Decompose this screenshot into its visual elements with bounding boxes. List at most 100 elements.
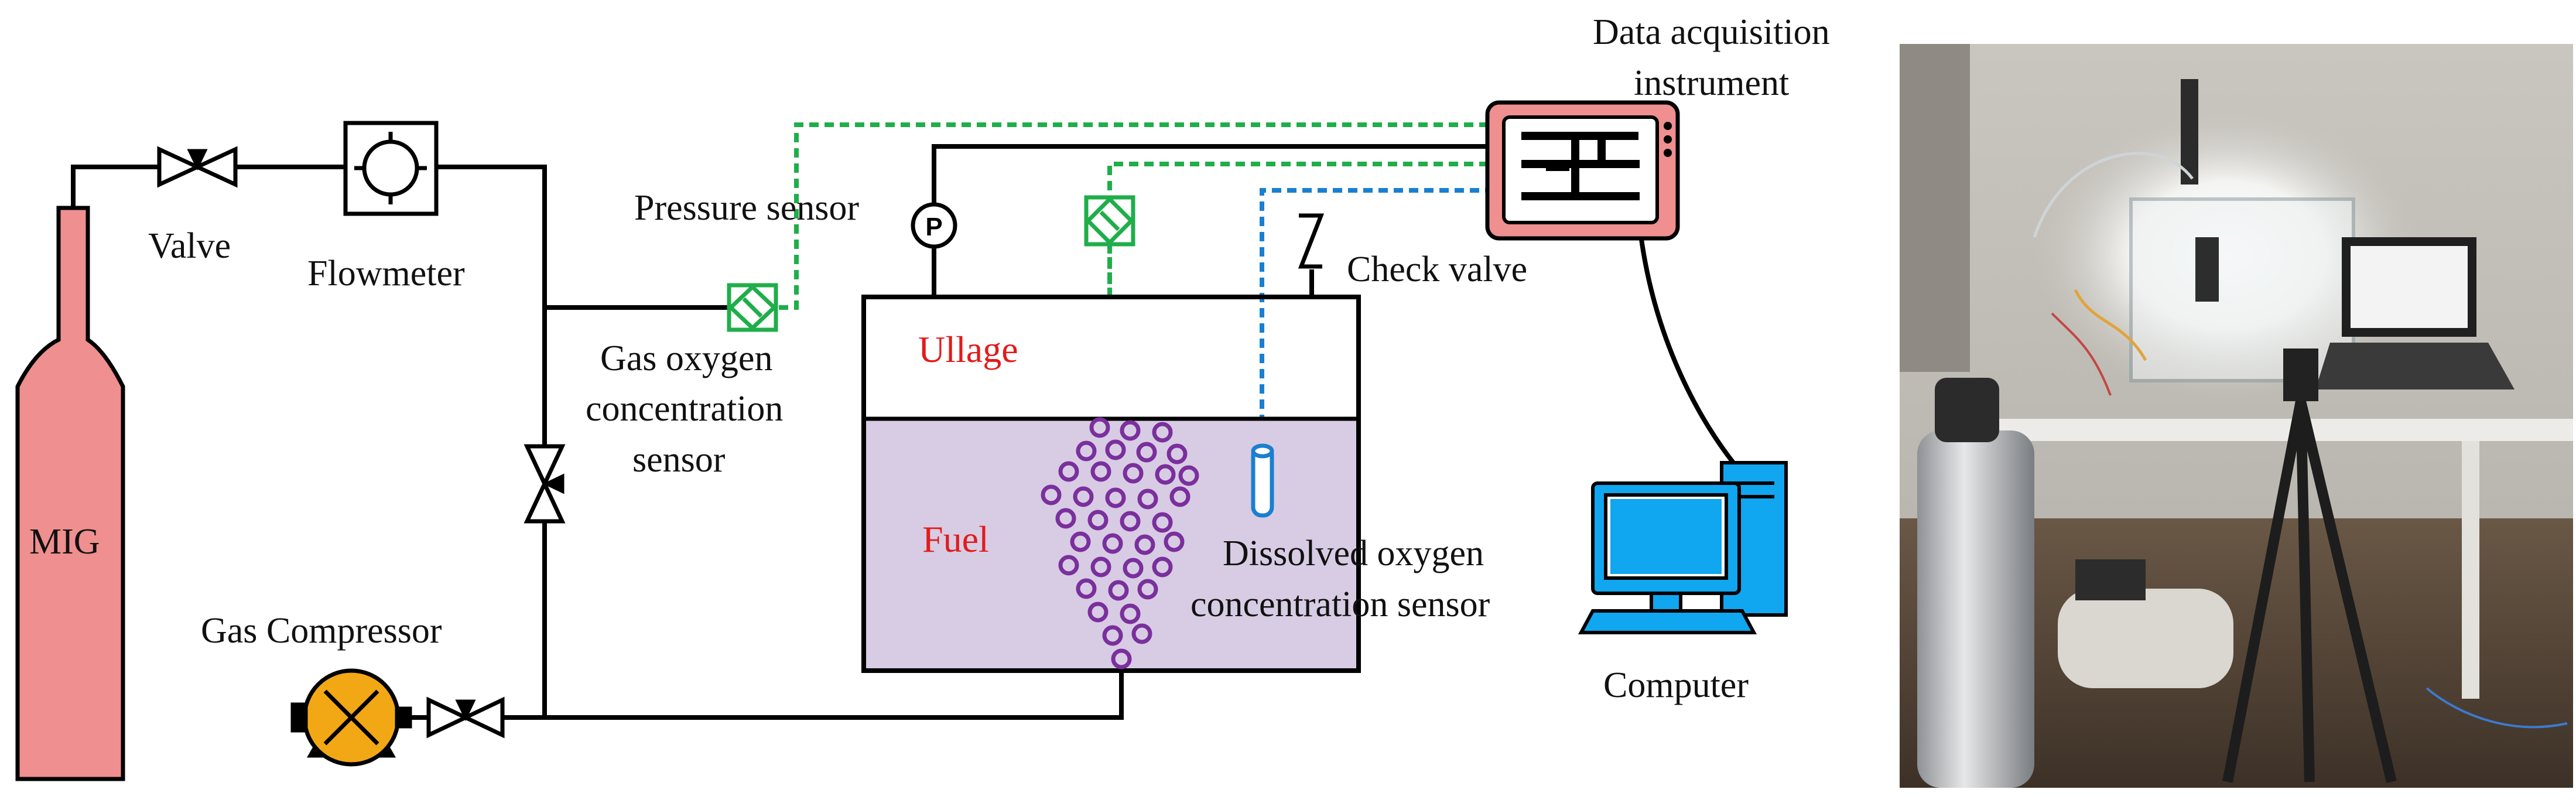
bubble (1166, 443, 1188, 464)
compressor-cross-2 (323, 689, 379, 746)
bubble-cluster (1041, 417, 1199, 669)
signal-lines (779, 122, 1487, 439)
pressure-sensor-label: Pressure sensor (634, 188, 859, 228)
valve-bottom-left-triangle (426, 696, 471, 739)
computer-stand (1650, 592, 1682, 613)
gas-compressor (290, 668, 412, 767)
bubble (1105, 439, 1126, 460)
bubble (1123, 558, 1144, 579)
bubble (1076, 578, 1097, 599)
compressor-inlet (290, 702, 308, 733)
computer-icon (1578, 461, 1788, 634)
bubble (1136, 442, 1157, 463)
bubble (1131, 623, 1152, 644)
dissolved-sensor-signal-line (1260, 188, 1487, 439)
bubble (1087, 602, 1109, 623)
gas-oxygen-label-3: sensor (632, 440, 726, 480)
check-valve-label: Check valve (1347, 250, 1527, 289)
valve-bottom (426, 696, 505, 739)
bubble (1152, 422, 1173, 443)
bubble (1152, 512, 1173, 533)
pipe-flowmeter-to-branch (436, 165, 547, 445)
bubble (1137, 488, 1158, 510)
valve-vertical-bottom-triangle (524, 479, 566, 524)
pressure-sensor-circle (911, 202, 957, 249)
bubble (1087, 510, 1109, 531)
mig-cylinder: MIG (15, 206, 125, 781)
fuel-label: Fuel (922, 518, 989, 560)
pipe-valve2-to-tank (475, 659, 1124, 720)
cable-daq-to-computer (1637, 225, 1736, 464)
gas-oxygen-sensor-tank (1084, 195, 1135, 247)
bubble (1134, 534, 1155, 555)
bubble (1120, 603, 1141, 624)
bubble (1178, 465, 1199, 486)
daq-button-3 (1664, 149, 1672, 157)
gas-sensor-tank-tick (1099, 210, 1120, 231)
valve-vertical-top-triangle (524, 444, 566, 489)
bubble (1152, 556, 1173, 578)
bubble (1041, 484, 1062, 505)
bubble (1090, 556, 1111, 578)
gas-sensor-signal-line-2 (1107, 162, 1487, 297)
bubble (1089, 417, 1110, 438)
ullage-label: Ullage (918, 329, 1018, 370)
daq-button-1 (1664, 122, 1672, 130)
compressor-outlet (395, 706, 412, 729)
dissolved-sensor-cap (1251, 443, 1274, 459)
cylinder-body (15, 206, 125, 781)
tank-outline (861, 295, 1361, 673)
bubble (1111, 648, 1132, 669)
flowmeter-label: Flowmeter (307, 254, 465, 293)
check-valve-body (1298, 213, 1325, 269)
bubble (1058, 461, 1079, 482)
pipe-cylinder-to-valve (71, 165, 158, 208)
computer-label: Computer (1603, 665, 1749, 705)
daq-button-2 (1664, 135, 1672, 143)
pressure-symbol: P (925, 213, 942, 241)
daq-screen-grid (1521, 132, 1640, 200)
daq-label-1: Data acquisition (1593, 12, 1830, 52)
valve-label: Valve (148, 226, 231, 266)
bubble (1070, 531, 1091, 552)
dissolved-oxygen-sensor (1251, 443, 1274, 518)
gas-oxygen-label-1: Gas oxygen (600, 339, 772, 378)
valve-bottom-actuator (455, 699, 476, 722)
daq-label-2: instrument (1634, 63, 1789, 103)
mig-label: MIG (29, 522, 100, 562)
bubble (1155, 464, 1176, 485)
experimental-setup-photo (1900, 44, 2573, 788)
gas-oxygen-sensor-left (727, 283, 778, 332)
bubble (1120, 511, 1141, 532)
dissolved-label-1: Dissolved oxygen (1223, 534, 1484, 573)
bubble (1105, 487, 1126, 508)
valve-top-actuator (187, 149, 208, 171)
valve-vertical-actuator (542, 473, 565, 494)
experimental-setup-schematic: MIG Valve Flowmeter Gas oxygen concentra… (15, 12, 1830, 781)
bubble (1164, 531, 1185, 552)
data-acquisition-instrument (1485, 100, 1680, 241)
valve-bottom-right-triangle (460, 696, 505, 739)
bubble (1169, 486, 1190, 507)
computer-keyboard (1578, 609, 1757, 634)
gas-sensor-left-tick (742, 297, 763, 318)
compressor-label: Gas Compressor (201, 611, 442, 651)
bubble (1073, 486, 1094, 507)
bubble (1120, 420, 1141, 441)
valve-top (157, 146, 238, 188)
valve-vertical (524, 444, 566, 524)
bubble (1058, 555, 1079, 576)
bubble (1108, 580, 1129, 601)
check-valve-icon (1298, 213, 1325, 269)
gas-sensor-signal-line-1 (779, 122, 1487, 310)
bubble (1123, 463, 1144, 484)
valve-top-left-triangle (157, 146, 203, 188)
bubble (1102, 625, 1123, 646)
dissolved-label-2: concentration sensor (1190, 585, 1490, 624)
valve-top-right-triangle (192, 146, 238, 188)
pressure-sensor: P (911, 202, 957, 249)
flowmeter-icon (343, 121, 439, 216)
bubble (1137, 579, 1158, 600)
gas-oxygen-label-2: concentration (586, 389, 783, 429)
bubble (1102, 533, 1123, 554)
